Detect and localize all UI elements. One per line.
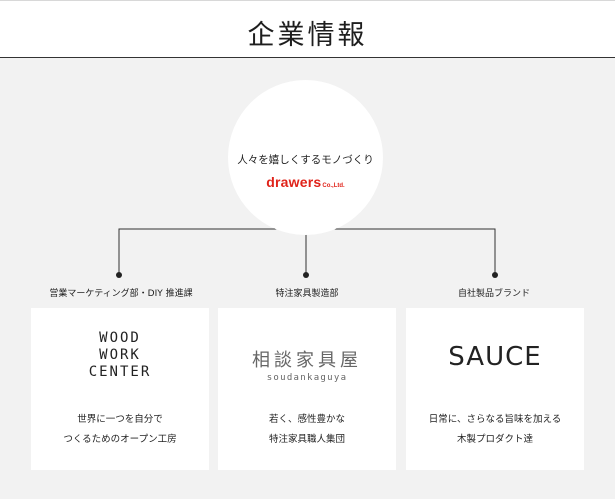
drawers-logo-text: drawers [266, 174, 322, 190]
page-title: 企業情報 [247, 20, 368, 51]
wood-work-center-logo-line: CENTER [88, 364, 152, 380]
wood-work-center-logo-line: WOOD [99, 330, 141, 346]
connector-dot-center [303, 272, 309, 278]
description-line: つくるためのオープン工房 [63, 434, 177, 445]
connector-branch [118, 228, 496, 275]
sauce-description: 日常に、さらなる旨味を加える 木製プロダクト達 [406, 410, 584, 450]
soudan-kaguya-logo-roman: soudankaguya [266, 373, 348, 383]
connector-dot-right [492, 272, 498, 278]
card-soudan-kaguya[interactable]: 相談家具屋 soudankaguya 若く、感性豊かな 特注家具職人集団 [218, 308, 396, 470]
description-line: 木製プロダクト達 [456, 434, 533, 445]
soudan-kaguya-description: 若く、感性豊かな 特注家具職人集団 [218, 410, 396, 450]
wood-work-center-logo: WOOD WORK CENTER [31, 330, 209, 381]
parent-company-circle: 人々を嬉しくするモノづくり drawersCo.,Ltd. [228, 80, 383, 235]
card-sauce[interactable]: SAUCE 日常に、さらなる旨味を加える 木製プロダクト達 [406, 308, 584, 470]
description-line: 世界に一つを自分で [77, 414, 163, 425]
drawers-logo[interactable]: drawersCo.,Ltd. [228, 172, 383, 191]
wood-work-center-description: 世界に一つを自分で つくるためのオープン工房 [31, 410, 209, 450]
description-line: 特注家具職人集団 [268, 434, 345, 445]
soudan-kaguya-logo-kanji: 相談家具屋 [252, 350, 362, 371]
card-wood-work-center[interactable]: WOOD WORK CENTER 世界に一つを自分で つくるためのオープン工房 [31, 308, 209, 470]
description-line: 若く、感性豊かな [268, 414, 345, 425]
sauce-logo: SAUCE [448, 342, 542, 372]
page-header: 企業情報 [0, 0, 615, 58]
wood-work-center-logo-line: WORK [99, 347, 141, 363]
dept-label-marketing: 営業マーケティング部・DIY 推進課 [49, 289, 193, 299]
dept-label-own-brand: 自社製品ブランド [457, 289, 531, 299]
connector-dot-left [116, 272, 122, 278]
soudan-kaguya-logo: 相談家具屋 soudankaguya [218, 346, 396, 383]
parent-tagline: 人々を嬉しくするモノづくり [237, 154, 374, 166]
description-line: 日常に、さらなる旨味を加える [428, 414, 562, 425]
dept-label-custom-furniture: 特注家具製造部 [275, 289, 339, 299]
drawers-logo-suffix: Co.,Ltd. [322, 183, 345, 189]
